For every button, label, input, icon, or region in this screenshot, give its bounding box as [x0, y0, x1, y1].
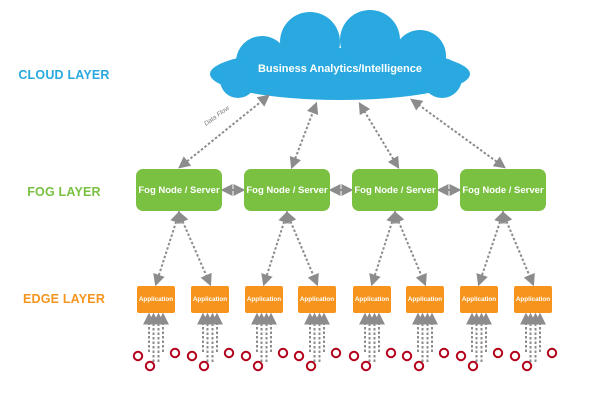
sensor-device-icon — [455, 350, 467, 362]
sensor-device-icon — [293, 350, 305, 362]
sensor-device-icon — [240, 350, 252, 362]
sensor-device-icon — [223, 347, 235, 359]
sensor-device-icon — [385, 347, 397, 359]
cloud-fog-arrow — [289, 101, 319, 170]
data-flow-arrows — [143, 94, 546, 362]
sensor-device-icon — [401, 350, 413, 362]
fog-node-4: Fog Node / Server — [460, 169, 546, 211]
application-box: Application — [514, 286, 552, 313]
sensor-device-icon — [492, 347, 504, 359]
application-box: Application — [460, 286, 498, 313]
cloud-shape — [210, 10, 470, 100]
sensor-device-icon — [198, 360, 210, 372]
sensor-device-icon — [169, 347, 181, 359]
fog-app-arrow — [261, 210, 290, 287]
fog-node-2: Fog Node / Server — [244, 169, 330, 211]
fog-app-arrow — [501, 210, 535, 287]
application-box: Application — [191, 286, 229, 313]
sensor-device-icon — [438, 347, 450, 359]
fog-app-arrow — [393, 210, 427, 287]
application-box: Application — [353, 286, 391, 313]
sensor-device-icon — [186, 350, 198, 362]
cloud-fog-arrow — [178, 94, 270, 169]
application-box: Application — [406, 286, 444, 313]
sensor-device-icon — [546, 347, 558, 359]
sensor-device-icon — [330, 347, 342, 359]
application-box: Application — [298, 286, 336, 313]
fog-app-arrow — [369, 210, 398, 287]
sensor-device-icon — [132, 350, 144, 362]
fog-app-arrow — [153, 210, 182, 287]
application-box: Application — [137, 286, 175, 313]
sensor-device-icon — [348, 350, 360, 362]
edge-devices — [132, 347, 558, 372]
edge-layer-label: EDGE LAYER — [22, 292, 106, 306]
fog-node-3: Fog Node / Server — [352, 169, 438, 211]
application-box: Application — [245, 286, 283, 313]
sensor-device-icon — [521, 360, 533, 372]
cloud-layer-label: CLOUD LAYER — [18, 68, 110, 82]
fog-layer-label: FOG LAYER — [27, 185, 101, 199]
fog-app-arrow — [476, 210, 506, 287]
sensor-device-icon — [277, 347, 289, 359]
sensor-device-icon — [305, 360, 317, 372]
fog-app-arrow — [285, 210, 319, 287]
sensor-device-icon — [252, 360, 264, 372]
cloud-fog-arrow — [358, 101, 400, 170]
fog-app-arrow — [177, 210, 212, 287]
sensor-device-icon — [144, 360, 156, 372]
sensor-device-icon — [467, 360, 479, 372]
sensor-device-icon — [509, 350, 521, 362]
sensor-device-icon — [360, 360, 372, 372]
fog-node-1: Fog Node / Server — [136, 169, 222, 211]
cloud-title: Business Analytics/Intelligence — [257, 63, 423, 75]
sensor-device-icon — [413, 360, 425, 372]
cloud-fog-arrow — [410, 98, 506, 169]
